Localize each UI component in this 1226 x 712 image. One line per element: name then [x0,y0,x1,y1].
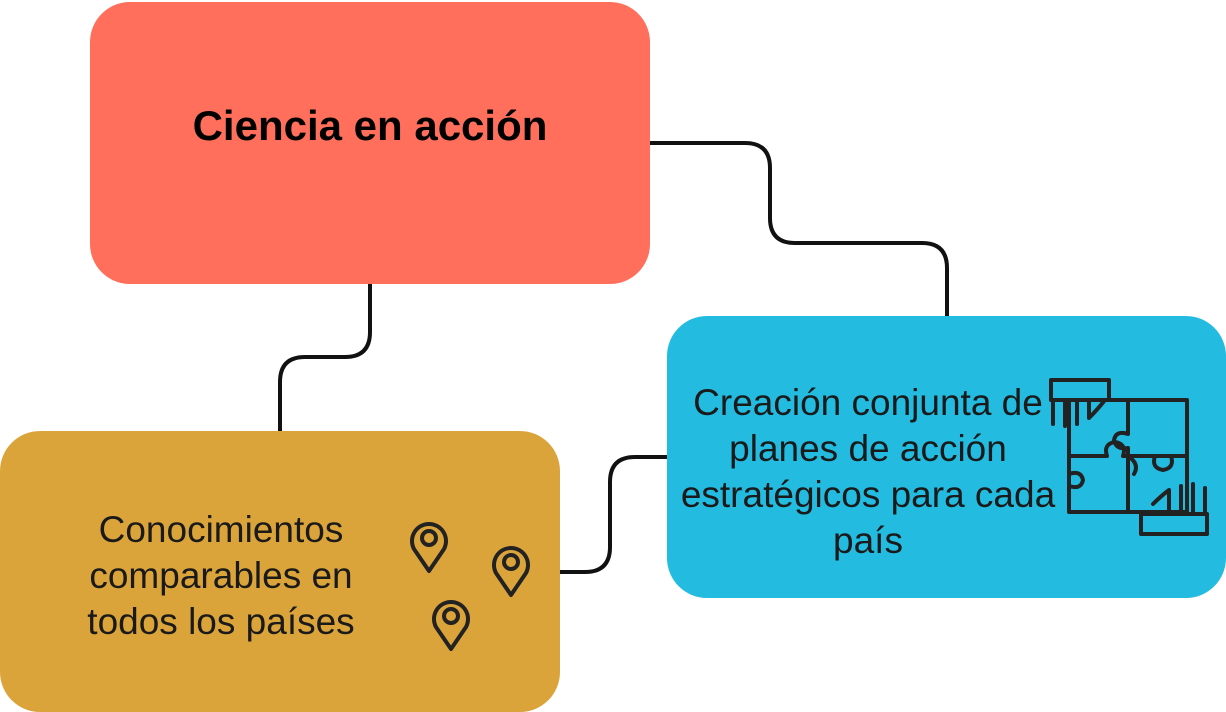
node-blue-label: Creación conjunta de planes de acción es… [680,382,1056,561]
location-pin-icon [492,546,530,597]
connector-main-to-blue [650,141,949,316]
node-gold-label: Conocimientos comparables en todos los p… [87,509,355,642]
location-pin-icon [410,522,448,573]
node-ciencia-en-accion: Ciencia en acción [90,2,650,284]
puzzle-hands-icon [1049,378,1209,536]
node-conocimientos-comparables: Conocimientos comparables en todos los p… [0,431,560,712]
connector-gold-to-blue [560,455,667,574]
connector-main-to-gold [278,284,372,431]
location-pin-icon [432,600,470,651]
node-main-label: Ciencia en acción [192,102,548,149]
